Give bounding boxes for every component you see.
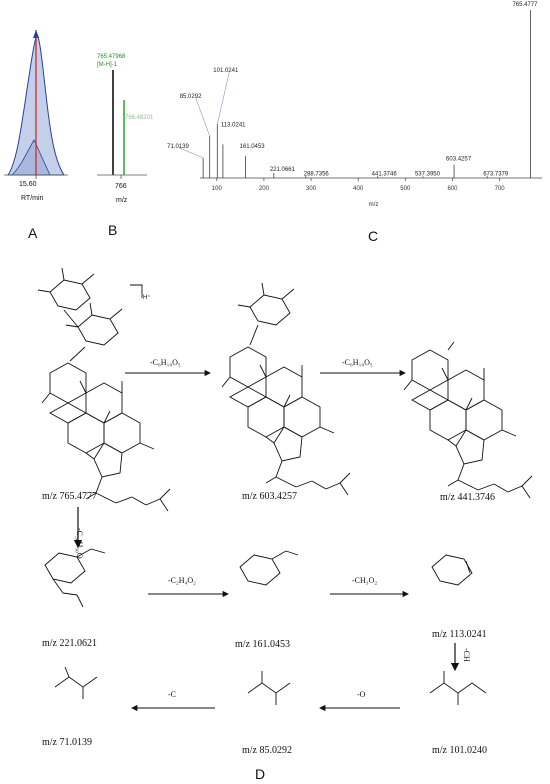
label-mz-71: m/z 71.0139 xyxy=(42,737,92,748)
structure-161 xyxy=(239,550,299,586)
panel-letter-c: C xyxy=(368,228,379,244)
msms-label-leader xyxy=(217,72,230,125)
loss-label-5: -CH₃O₂ xyxy=(352,576,378,585)
msms-peak-label: 71.0139 xyxy=(167,144,189,150)
loss-label-1: -C₆H₁₀O₅ xyxy=(150,358,181,367)
panel-letter-b: B xyxy=(108,222,118,238)
msms-xlabel: m/z xyxy=(369,202,379,208)
loss-label-8: -C xyxy=(168,690,176,699)
msms-peak-label: 673.7379 xyxy=(483,171,509,177)
msms-label-leader xyxy=(195,97,210,137)
msms-peak-label: 85.0292 xyxy=(180,94,202,100)
isotope-plot xyxy=(97,70,147,179)
label-mz-101: m/z 101.0240 xyxy=(432,745,487,756)
msms-xtick-label: 700 xyxy=(495,186,506,192)
chromatogram-tick: 15.60 xyxy=(19,181,37,188)
msms-peak-label: 161.0453 xyxy=(240,144,266,150)
msms-spectrum: 100 200 300 400 500 600 700 m/z 71.0139 85.0292 10… xyxy=(167,2,542,208)
msms-peak-label: 101.0241 xyxy=(213,68,239,74)
msms-label-leader xyxy=(179,147,204,159)
loss-label-7: -O xyxy=(357,690,366,699)
peak-apex-marker xyxy=(33,30,39,38)
msms-peak-label: 288.7356 xyxy=(304,171,330,177)
label-mz-113: m/z 113.0241 xyxy=(432,629,487,640)
label-mz-441: m/z 441.3746 xyxy=(440,492,495,503)
isotope-mz2-label: 766.48201 xyxy=(125,115,154,121)
msms-peak-label: 603.4257 xyxy=(446,157,472,163)
loss-label-6: -CH xyxy=(462,648,471,662)
msms-peak-label: 113.0241 xyxy=(221,122,246,128)
loss-label-2: -C₆H₁₀O₅ xyxy=(342,358,373,367)
label-mz-161: m/z 161.0453 xyxy=(235,639,290,650)
isotope-tick: 766 xyxy=(115,183,127,190)
chromatogram-plot xyxy=(4,30,68,179)
label-mz-85: m/z 85.0292 xyxy=(242,745,292,756)
msms-peak-label: 221.0661 xyxy=(270,167,296,173)
chromatogram-xlabel: RT/min xyxy=(21,195,44,202)
isotope-ion-label: [M-H]-1 xyxy=(97,62,117,68)
label-mz-603: m/z 603.4257 xyxy=(242,491,297,502)
isotope-mz-label: 765.47968 xyxy=(97,54,126,60)
msms-peak-label: 537.3950 xyxy=(415,171,441,177)
label-mz-221: m/z 221.0621 xyxy=(42,638,97,649)
structure-603 xyxy=(221,282,351,496)
structure-85 xyxy=(247,671,291,705)
msms-peak-label: 441.3746 xyxy=(372,171,398,177)
panel-letter-d: D xyxy=(255,766,266,782)
structure-101 xyxy=(429,671,487,705)
msms-xtick-label: 100 xyxy=(212,186,223,192)
msms-xtick-label: 500 xyxy=(400,186,411,192)
loss-label-4: -C₂H₄O₂ xyxy=(168,576,196,585)
msms-xtick-label: 300 xyxy=(306,186,317,192)
msms-xtick-label: 400 xyxy=(353,186,364,192)
msms-peak-label: 765.4777 xyxy=(512,2,538,8)
charge-text: -H⁺ xyxy=(141,295,151,301)
isotope-xlabel: m/z xyxy=(116,197,128,204)
msms-xtick-label: 600 xyxy=(447,186,458,192)
structure-113 xyxy=(431,554,473,586)
msms-xtick-label: 200 xyxy=(259,186,270,192)
fragmentation-scheme xyxy=(37,267,533,712)
structure-441 xyxy=(403,341,533,499)
structure-765 xyxy=(37,267,171,512)
chromatogram-peak-inner xyxy=(11,139,51,176)
label-mz-765: m/z 765.4777 xyxy=(42,491,97,502)
panel-letter-a: A xyxy=(28,225,38,241)
structure-221 xyxy=(44,548,106,608)
structure-71 xyxy=(54,666,98,699)
loss-label-3: -C₃₀H₅₀O xyxy=(75,528,84,559)
